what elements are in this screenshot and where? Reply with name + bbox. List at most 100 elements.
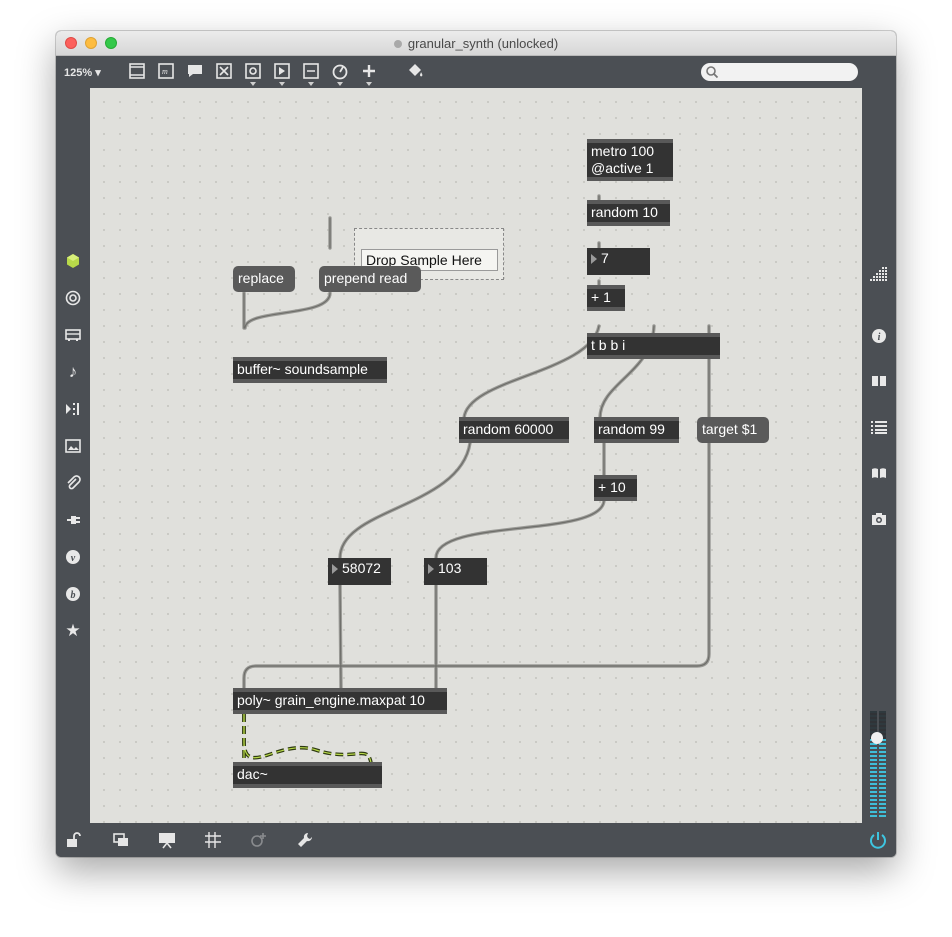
new-message-icon[interactable]: m bbox=[157, 62, 175, 80]
output-level-meter[interactable] bbox=[868, 711, 886, 819]
dial-caret-icon[interactable] bbox=[337, 82, 343, 86]
grid-icon[interactable] bbox=[868, 263, 890, 285]
svg-text:i: i bbox=[878, 332, 881, 343]
snapshot-icon[interactable] bbox=[868, 508, 890, 530]
drop-sample-label: Drop Sample Here bbox=[361, 249, 498, 271]
replace-message[interactable]: replace bbox=[233, 266, 295, 292]
new-number-icon[interactable] bbox=[273, 62, 291, 80]
window-title: granular_synth (unlocked) bbox=[56, 36, 896, 51]
new-slider-icon[interactable] bbox=[302, 62, 320, 80]
vizzie-icon[interactable]: v bbox=[62, 546, 84, 568]
svg-text:m: m bbox=[162, 67, 168, 76]
search-input[interactable] bbox=[721, 64, 855, 81]
grid-snap-icon[interactable] bbox=[204, 831, 222, 849]
info-icon[interactable]: i bbox=[868, 325, 890, 347]
volume-knob[interactable] bbox=[871, 732, 883, 744]
target-message[interactable]: target $1 bbox=[697, 417, 769, 443]
paint-bucket-icon[interactable] bbox=[406, 62, 424, 80]
buffer-label: buffer~ soundsample bbox=[237, 361, 368, 377]
add-icon[interactable] bbox=[360, 62, 378, 80]
zoom-select[interactable]: 125% ▾ bbox=[64, 67, 101, 79]
random-10-label: random 10 bbox=[591, 204, 658, 220]
random-99-label: random 99 bbox=[598, 421, 665, 437]
list-icon[interactable] bbox=[868, 416, 890, 438]
plus-1-label: + 1 bbox=[591, 289, 611, 305]
number-triangle-icon bbox=[591, 254, 597, 264]
number-box-103[interactable]: 103 bbox=[424, 558, 487, 585]
random-60000-object[interactable]: random 60000 bbox=[459, 417, 569, 443]
add-caret-icon[interactable] bbox=[366, 82, 372, 86]
right-sidebar: i bbox=[862, 88, 896, 823]
svg-text:b: b bbox=[71, 590, 76, 601]
prepend-read-label: prepend read bbox=[324, 270, 408, 286]
star-icon[interactable]: ★ bbox=[65, 621, 81, 640]
plug-icon[interactable] bbox=[62, 509, 84, 531]
plus-1-object[interactable]: + 1 bbox=[587, 285, 625, 311]
plus-10-object[interactable]: + 10 bbox=[594, 475, 637, 501]
patcher-canvas[interactable]: metro 100 @active 1 random 10 7 + 1 t b … bbox=[90, 88, 862, 823]
trigger-label: t b b i bbox=[591, 337, 626, 353]
target-icon[interactable] bbox=[62, 287, 84, 309]
bottom-toolbar bbox=[56, 823, 896, 857]
number-box-7[interactable]: 7 bbox=[587, 248, 650, 275]
random-99-object[interactable]: random 99 bbox=[594, 417, 679, 443]
random-60000-label: random 60000 bbox=[463, 421, 554, 437]
svg-text:v: v bbox=[71, 553, 76, 564]
trigger-object[interactable]: t b b i bbox=[587, 333, 720, 359]
metro-line1: metro 100 bbox=[591, 143, 655, 159]
toggle-caret-icon[interactable] bbox=[250, 82, 256, 86]
zoom-value: 125% bbox=[64, 67, 93, 79]
meter-divider bbox=[877, 711, 879, 819]
new-comment-icon[interactable] bbox=[186, 62, 204, 80]
number-box-58072-value: 58072 bbox=[342, 560, 381, 576]
new-button-icon[interactable] bbox=[215, 62, 233, 80]
number-box-58072[interactable]: 58072 bbox=[328, 558, 391, 585]
paperclip-icon[interactable] bbox=[62, 472, 84, 494]
bpatcher-icon[interactable]: b bbox=[62, 583, 84, 605]
presentation-icon[interactable] bbox=[158, 831, 176, 849]
buffer-object[interactable]: buffer~ soundsample bbox=[233, 357, 387, 383]
music-note-icon[interactable]: ♪ bbox=[68, 362, 78, 381]
random-10-object[interactable]: random 10 bbox=[587, 200, 670, 226]
zoom-button[interactable] bbox=[105, 37, 117, 49]
new-object-icon[interactable] bbox=[128, 62, 146, 80]
number-triangle-icon bbox=[332, 564, 338, 574]
plus-10-label: + 10 bbox=[598, 479, 626, 495]
patcher-window: granular_synth (unlocked) 125% ▾ m ♪ v bbox=[56, 31, 896, 857]
metro-line2: @active 1 bbox=[591, 160, 654, 176]
title-bar: granular_synth (unlocked) bbox=[56, 31, 896, 56]
poly-object[interactable]: poly~ grain_engine.maxpat 10 bbox=[233, 688, 447, 714]
new-toggle-icon[interactable] bbox=[244, 62, 262, 80]
audio-power-icon[interactable] bbox=[868, 830, 888, 850]
cube-icon[interactable] bbox=[62, 250, 84, 272]
dac-label: dac~ bbox=[237, 766, 268, 782]
number-caret-icon[interactable] bbox=[279, 82, 285, 86]
number-box-7-value: 7 bbox=[601, 250, 609, 266]
reference-icon[interactable] bbox=[868, 462, 890, 484]
new-dial-icon[interactable] bbox=[331, 62, 349, 80]
left-sidebar: ♪ v b ★ bbox=[56, 88, 90, 823]
bus-icon[interactable] bbox=[62, 324, 84, 346]
lock-icon[interactable] bbox=[64, 831, 82, 849]
replace-label: replace bbox=[238, 270, 284, 286]
target-label: target $1 bbox=[702, 421, 758, 437]
poly-label: poly~ grain_engine.maxpat 10 bbox=[237, 692, 425, 708]
image-icon[interactable] bbox=[62, 435, 84, 457]
dac-object[interactable]: dac~ bbox=[233, 762, 382, 788]
search-icon bbox=[705, 65, 719, 79]
close-button[interactable] bbox=[65, 37, 77, 49]
windows-icon[interactable] bbox=[112, 831, 130, 849]
number-triangle-icon bbox=[428, 564, 434, 574]
patch-cords bbox=[242, 149, 711, 773]
number-box-103-value: 103 bbox=[438, 560, 462, 576]
window-title-text: granular_synth (unlocked) bbox=[407, 36, 559, 51]
wrench-icon[interactable] bbox=[296, 831, 314, 849]
metro-object[interactable]: metro 100 @active 1 bbox=[587, 139, 673, 181]
slider-caret-icon[interactable] bbox=[308, 82, 314, 86]
add-device-icon[interactable] bbox=[250, 831, 268, 849]
book-open-icon[interactable] bbox=[868, 370, 890, 392]
prepend-read-message[interactable]: prepend read bbox=[319, 266, 421, 292]
search-box[interactable] bbox=[701, 63, 858, 81]
minimize-button[interactable] bbox=[85, 37, 97, 49]
sequence-icon[interactable] bbox=[62, 398, 84, 420]
